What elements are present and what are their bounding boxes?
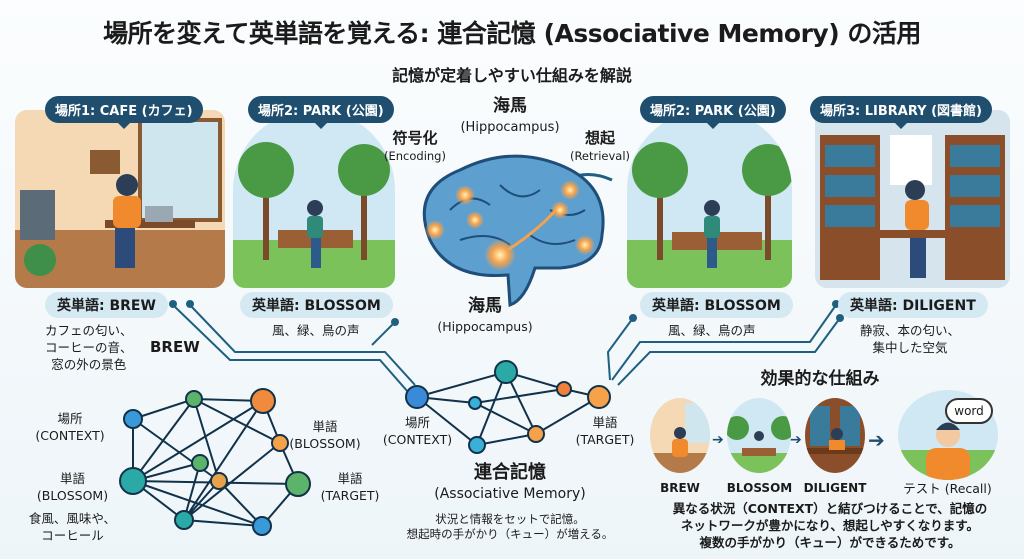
hippocampus-top-sub: (Hippocampus) <box>460 120 560 135</box>
associative-memory-title: 連合記憶 <box>474 462 546 483</box>
word-pill-blossom-1: 英単語: BLOSSOM <box>240 292 393 318</box>
page-subtitle: 記憶が定着しやすい仕組みを解説 <box>392 66 632 85</box>
step-label-diligent: DILIGENT <box>803 481 867 495</box>
park-description-1: 風、緑、鳥の声 <box>272 323 360 338</box>
step-label-test: テスト (Recall) <box>903 481 992 496</box>
park-scene-2 <box>627 110 792 288</box>
associative-memory-desc: 状況と情報をセットで記憶。想起時の手がかり（キュー）が増える。 <box>406 512 614 541</box>
hippocampus-bottom-label: 海馬 <box>468 296 502 316</box>
thought-bubble: word <box>945 398 993 424</box>
left-target-label: 単語(TARGET) <box>320 471 380 503</box>
word-pill-brew: 英単語: BREW <box>45 292 168 318</box>
park-description-2: 風、緑、鳥の声 <box>668 323 756 338</box>
place-label-library: 場所3: LIBRARY (図書館) <box>810 96 992 129</box>
word-pill-diligent: 英単語: DILIGENT <box>838 292 988 318</box>
associative-memory-sub: (Associative Memory) <box>434 486 586 502</box>
hippocampus-bottom-sub: (Hippocampus) <box>437 319 533 334</box>
retrieval-sub: (Retrieval) <box>569 149 631 163</box>
cafe-description: カフェの匂い、コーヒーの音、窓の外の景色 <box>45 323 133 372</box>
step-brew-image <box>650 398 710 473</box>
effective-description: 異なる状況（CONTEXT）と結びつけることで、記憶のネットワークが豊かになり、… <box>672 501 988 550</box>
retrieval-label: 想起 <box>584 129 615 147</box>
library-description: 静寂、本の匂い、集中した空気 <box>860 323 961 355</box>
place-label-park-2: 場所2: PARK (公園) <box>640 96 786 129</box>
center-context-label: 場所(CONTEXT) <box>382 415 453 447</box>
brew-word: BREW <box>150 338 200 356</box>
arrow-icon: ➔ <box>790 432 802 448</box>
arrow-icon: ➔ <box>868 428 885 452</box>
place-label-cafe: 場所1: CAFE (カフェ) <box>45 96 203 129</box>
hippocampus-top-label: 海馬 <box>493 96 527 116</box>
left-context-label: 場所(CONTEXT) <box>35 411 105 443</box>
page-title: 場所を変えて英単語を覚える: 連合記憶 (Associative Memory)… <box>103 19 921 48</box>
left-network-note: 食風、風味や、コーヒール <box>28 511 117 543</box>
left-blossom-label-2: 単語(BLOSSOM) <box>36 471 109 503</box>
left-blossom-label-1: 単語(BLOSSOM) <box>289 419 361 451</box>
park-scene-1 <box>233 110 395 288</box>
step-label-brew: BREW <box>660 481 700 495</box>
effective-title: 効果的な仕組み <box>760 369 880 389</box>
place-label-park-1: 場所2: PARK (公園) <box>248 96 394 129</box>
encoding-sub: (Encoding) <box>384 149 446 163</box>
arrow-icon: ➔ <box>712 432 724 448</box>
step-blossom-image <box>727 398 791 473</box>
encoding-label: 符号化 <box>392 129 438 147</box>
library-scene <box>815 110 1010 288</box>
brain-icon <box>422 154 605 308</box>
center-target-label: 単語(TARGET) <box>575 415 635 447</box>
step-label-blossom: BLOSSOM <box>726 481 793 495</box>
step-diligent-image <box>805 398 865 473</box>
cafe-scene <box>15 110 225 288</box>
word-pill-blossom-2: 英単語: BLOSSOM <box>640 292 793 318</box>
